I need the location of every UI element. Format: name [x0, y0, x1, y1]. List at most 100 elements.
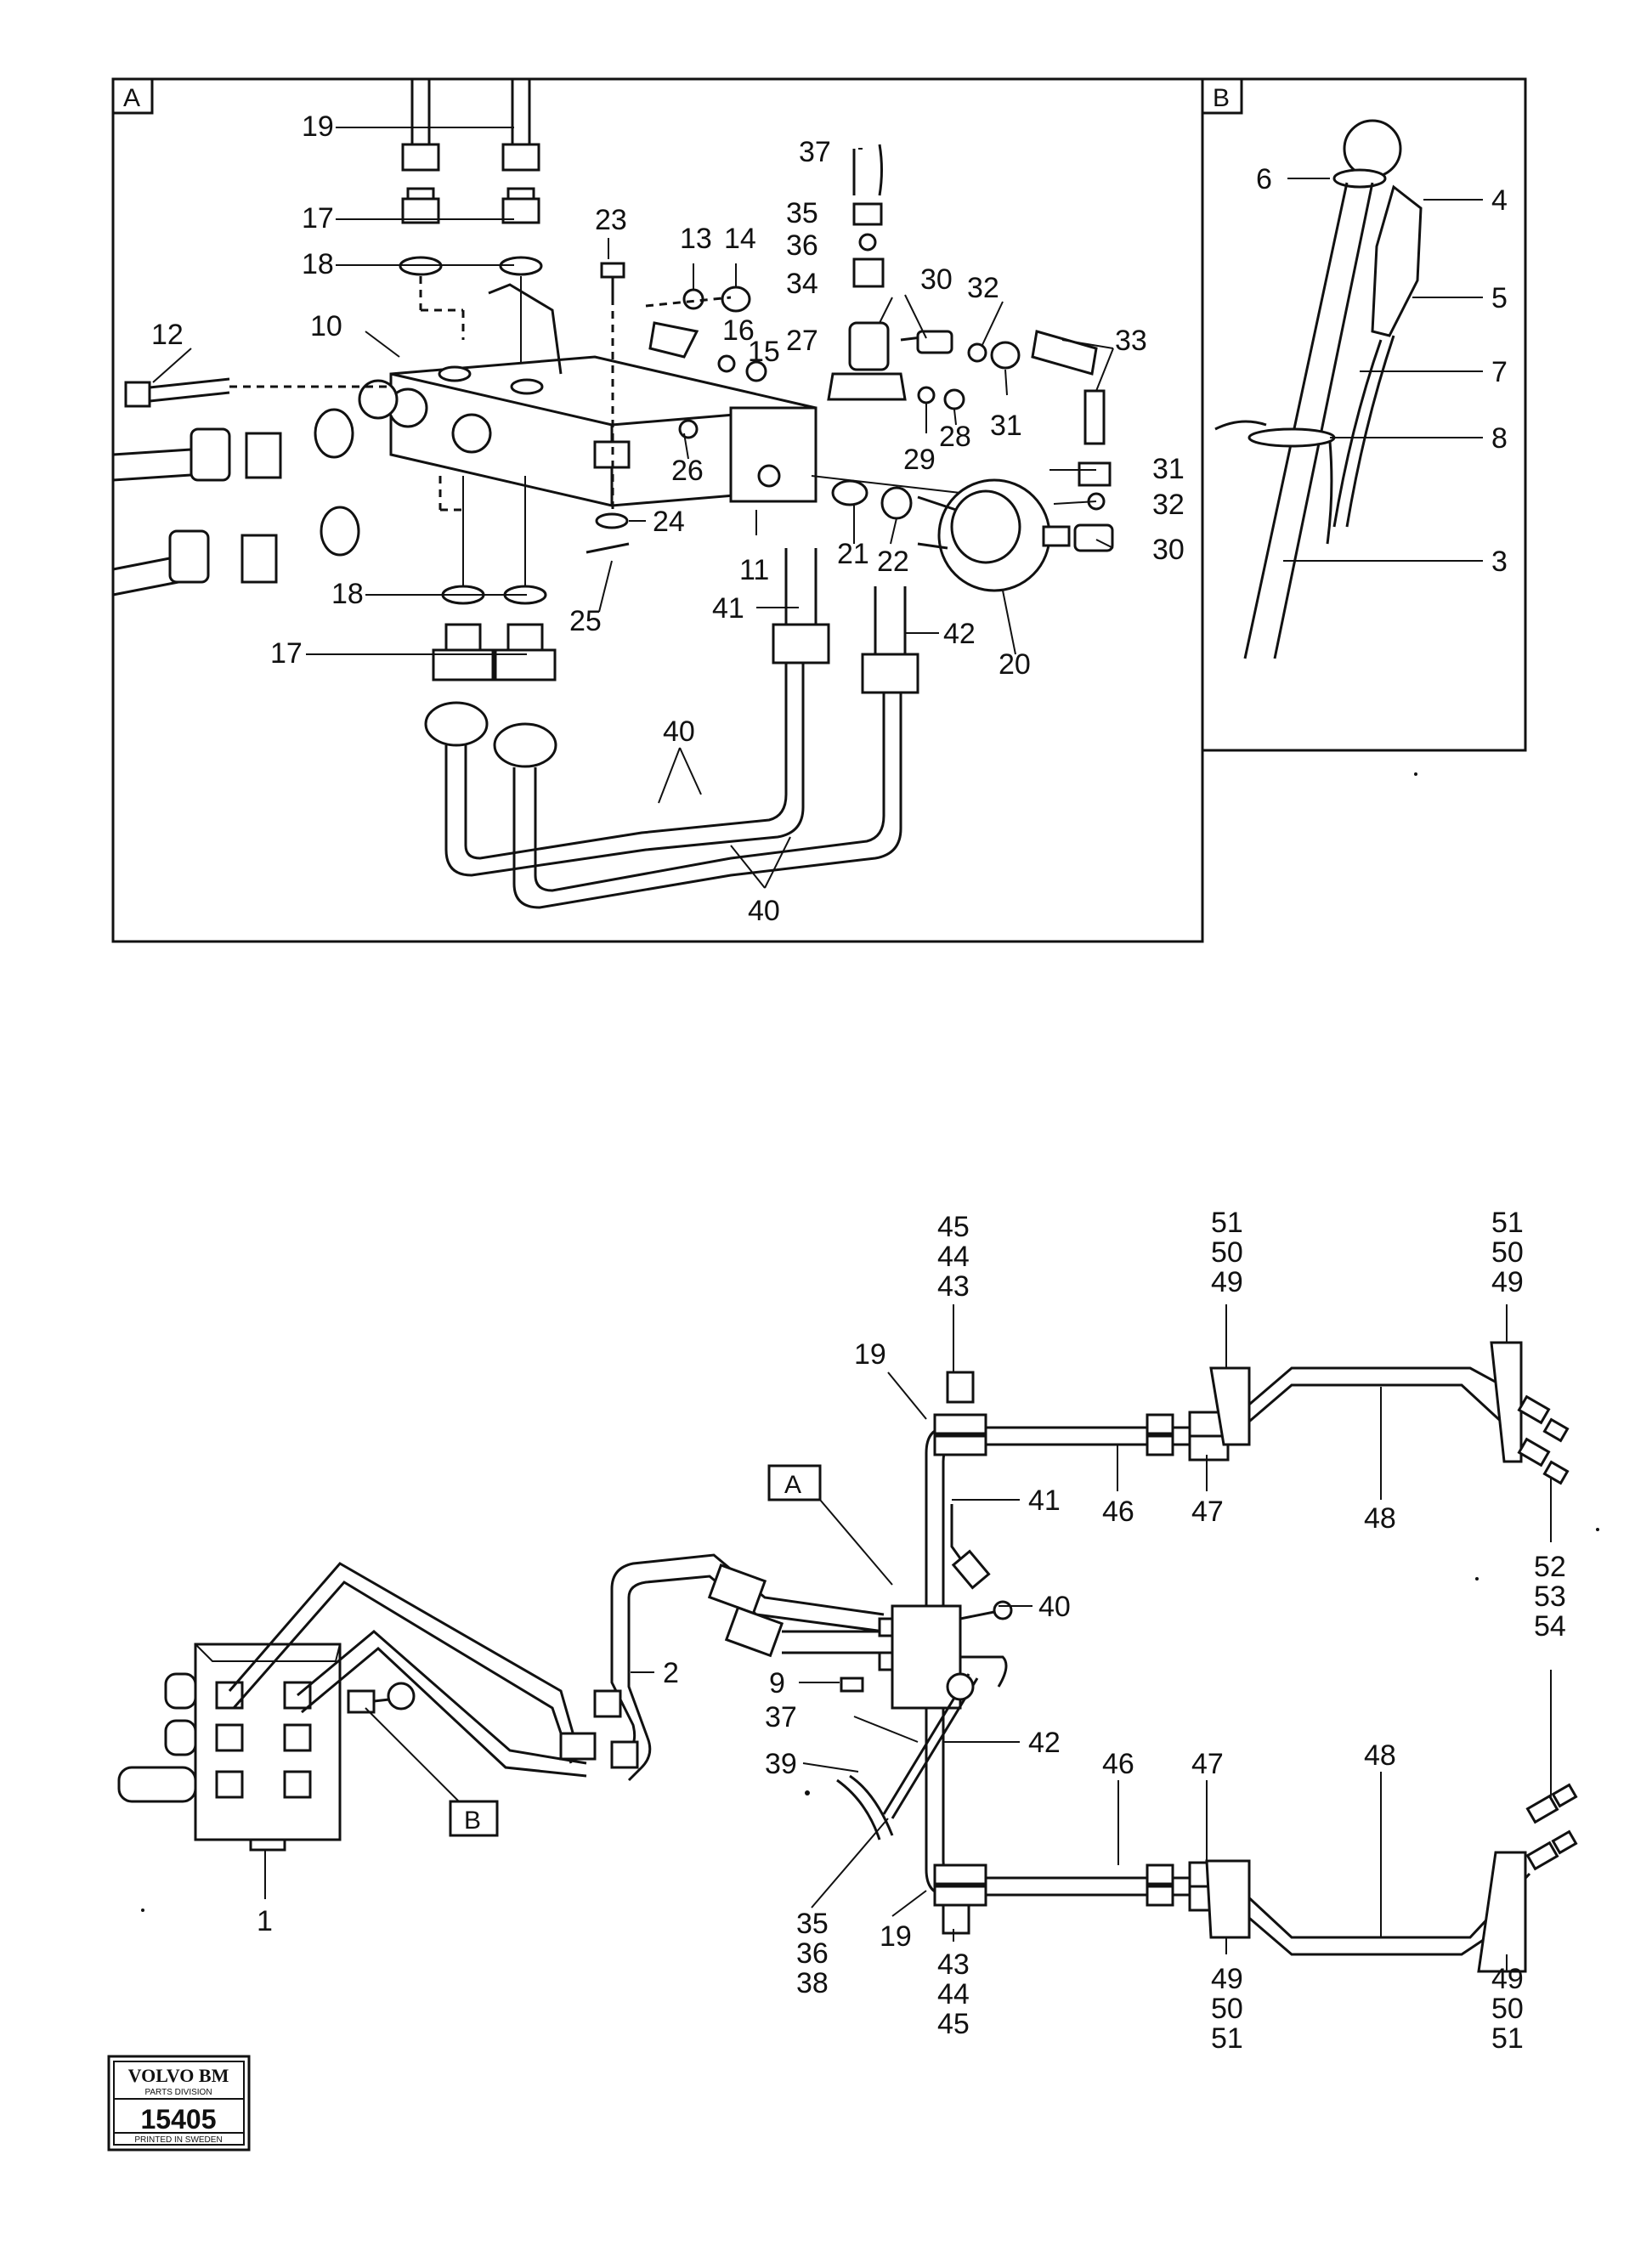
panel-b: B 6 4 5 7 8 3	[1201, 77, 1527, 752]
hose-piece	[1031, 330, 1098, 376]
callout: 26	[671, 455, 704, 487]
callout: 17	[270, 637, 303, 670]
pipe-nut	[501, 143, 540, 172]
callout: 34	[786, 268, 818, 300]
callout: 50	[1211, 1993, 1243, 2025]
callout: 36	[786, 229, 818, 262]
callout: 49	[1211, 1266, 1243, 1298]
cylinder-20	[917, 478, 1071, 592]
control-valve-1	[117, 1643, 416, 1852]
lever-knob-b	[387, 1682, 416, 1711]
pipe-nut	[401, 143, 440, 172]
bolt-12	[124, 377, 387, 408]
callout: 4	[1491, 184, 1508, 217]
callout: 18	[302, 248, 334, 280]
callout: 50	[1211, 1236, 1243, 1269]
callout: 9	[769, 1667, 785, 1699]
callout: 43	[937, 1948, 970, 1981]
bracket	[488, 283, 563, 375]
callout: 42	[943, 618, 976, 650]
callout: 51	[1211, 2022, 1243, 2055]
callout: 2	[663, 1657, 679, 1689]
panel-a-leaders	[152, 127, 1114, 889]
callout: 49	[1491, 1266, 1524, 1298]
panel-b-frame	[1201, 77, 1527, 752]
callout: 36	[796, 1937, 829, 1970]
callout: 27	[786, 325, 818, 357]
overview-callouts: 45 44 43 51 50 49 51 50 49 19 41 46 47 4…	[257, 1207, 1566, 2055]
callout: 32	[967, 272, 999, 304]
callout: 31	[1152, 453, 1185, 485]
callout: 40	[748, 895, 780, 927]
callout: 44	[937, 1978, 970, 2010]
callout: 38	[796, 1967, 829, 1999]
callout: 24	[653, 506, 685, 538]
bracket-49	[1209, 1366, 1251, 1446]
clamp	[648, 321, 699, 359]
panel-a-letter: A	[123, 84, 140, 112]
callout: 5	[1491, 282, 1508, 314]
clip	[1247, 427, 1336, 448]
volvo-bm-stamp: VOLVO BM PARTS DIVISION 15405 PRINTED IN…	[107, 2055, 251, 2152]
callout: 41	[712, 592, 744, 625]
clamp-43-lower	[942, 1902, 970, 1935]
lower-fittings	[424, 476, 919, 909]
callout: 51	[1211, 1207, 1243, 1239]
callout: 21	[837, 538, 869, 570]
callout: 50	[1491, 1236, 1524, 1269]
panel-b-letter: B	[1213, 84, 1230, 112]
callout: 31	[990, 410, 1022, 442]
callout: 10	[310, 310, 342, 342]
callout: 40	[663, 715, 695, 748]
callout: 50	[1491, 1993, 1524, 2025]
callout: 23	[595, 204, 627, 236]
callout: 52	[1534, 1551, 1566, 1583]
callout: 29	[903, 444, 936, 476]
callout: 19	[880, 1920, 912, 1953]
callout: 48	[1364, 1739, 1396, 1772]
callout: 46	[1102, 1748, 1134, 1780]
callout: 20	[999, 648, 1031, 681]
callout: 19	[302, 110, 334, 143]
callout: 22	[877, 546, 909, 578]
callout: 19	[854, 1338, 886, 1371]
left-hoses	[112, 408, 360, 597]
callout: 1	[257, 1905, 273, 1937]
callout: 46	[1102, 1496, 1134, 1528]
bracket-49	[1490, 1341, 1523, 1463]
callout: 7	[1491, 356, 1508, 388]
callout: 48	[1364, 1502, 1396, 1535]
bracket-49-lower	[1205, 1859, 1251, 1939]
small-parts	[586, 262, 961, 554]
callout: 37	[799, 136, 831, 168]
lever-rod	[1243, 182, 1349, 659]
lever-switch	[1371, 184, 1423, 337]
stamp-brand: VOLVO BM	[128, 2065, 229, 2086]
ref-box-a	[767, 1464, 822, 1501]
panel-b-tag	[1201, 77, 1243, 115]
knob-ring	[1332, 168, 1387, 189]
stamp-printed: PRINTED IN SWEDEN	[134, 2135, 222, 2145]
callout: 41	[1028, 1484, 1061, 1517]
stamp-number: 15405	[141, 2104, 217, 2135]
callout: 15	[748, 336, 780, 368]
callout: 37	[765, 1701, 797, 1733]
callout: 51	[1491, 1207, 1524, 1239]
callout: 13	[680, 223, 712, 255]
overview-leaders	[264, 1304, 1552, 1971]
panel-a: A	[111, 77, 1204, 943]
callout: 47	[1191, 1748, 1224, 1780]
callout: 51	[1491, 2022, 1524, 2055]
callout: 39	[765, 1748, 797, 1780]
callout: 40	[1038, 1591, 1071, 1623]
top-pipes	[399, 79, 543, 365]
callout: 17	[302, 202, 334, 235]
callout: 49	[1211, 1963, 1243, 1995]
callout: 28	[939, 421, 971, 453]
callout: 11	[739, 554, 769, 586]
callout: 33	[1115, 325, 1147, 357]
system-overview: A B	[117, 772, 1599, 2055]
lever-knob	[1343, 119, 1402, 178]
